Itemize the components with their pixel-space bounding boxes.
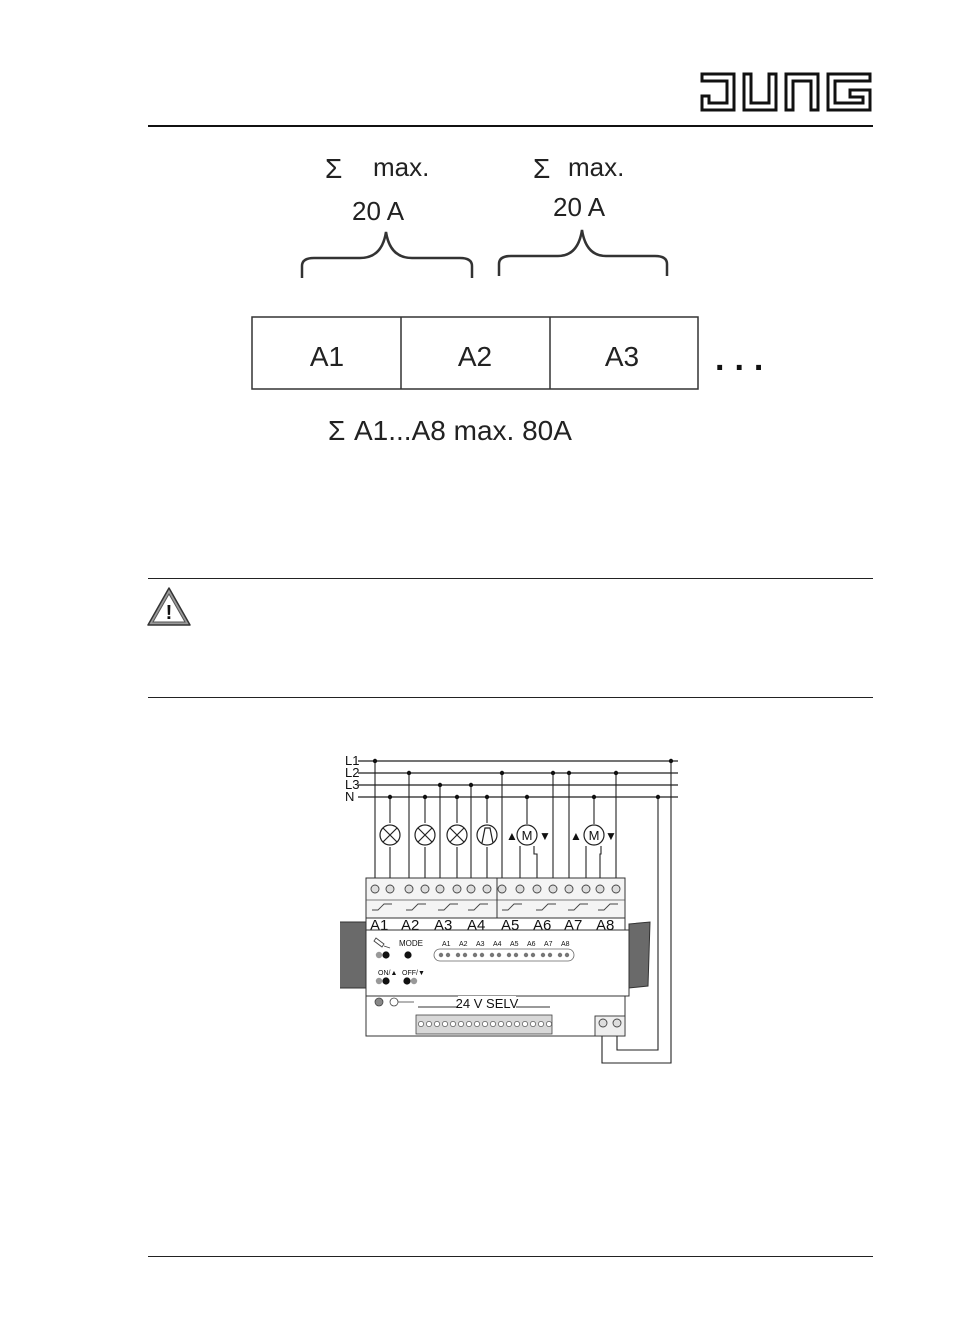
warning-exclamation: ! <box>166 602 173 624</box>
din-rail-right <box>628 921 651 989</box>
programming-button[interactable] <box>382 951 390 959</box>
motor2-up-arrow: ▲ <box>570 829 582 843</box>
programming-icon <box>373 937 391 949</box>
motor2-letter: M <box>589 828 600 843</box>
led-label-a7: A7 <box>544 941 553 948</box>
current-limit-diagram: Σ max. 20 A Σ max. 20 A A1 A2 A3 ... Σ A… <box>240 140 800 460</box>
motor-icon <box>583 824 605 846</box>
group1-value: 20 A <box>352 196 405 226</box>
status-led-bar <box>433 948 575 962</box>
mode-button[interactable] <box>404 951 412 959</box>
lamp-icon <box>446 824 468 846</box>
total-label: A1...A8 max. 80A <box>354 415 572 446</box>
wiring-diagram: L1 L2 L3 N <box>340 750 690 1070</box>
led-label-a3: A3 <box>476 941 485 948</box>
group2-sigma: Σ <box>533 153 550 184</box>
bus-indicator-led <box>374 997 384 1007</box>
line-label-l2: L2 <box>345 765 359 780</box>
footer-divider <box>148 1256 873 1257</box>
led-label-a6: A6 <box>527 941 536 948</box>
motor1-up-arrow: ▲ <box>506 829 518 843</box>
channel-strip <box>251 316 699 390</box>
led-label-a5: A5 <box>510 941 519 948</box>
off-label: OFF/▼ <box>402 970 425 977</box>
channel-a2: A2 <box>458 341 492 372</box>
fluorescent-lamp-icon <box>476 824 498 846</box>
on-led <box>375 977 383 985</box>
mode-label: MODE <box>399 939 423 948</box>
led-label-a1: A1 <box>442 941 451 948</box>
line-label-n: N <box>345 789 354 804</box>
header-divider <box>148 125 873 127</box>
on-button[interactable] <box>382 977 390 985</box>
jung-logo: JUNG <box>700 70 874 114</box>
current-limit-svg: Σ max. 20 A Σ max. 20 A A1 A2 A3 ... Σ A… <box>251 152 773 446</box>
din-rail-left <box>340 921 367 989</box>
jung-logo-graphic <box>700 72 872 112</box>
warning-bottom-divider <box>148 697 873 698</box>
off-button[interactable] <box>403 977 411 985</box>
warning-triangle-graphic: ! <box>147 587 191 626</box>
led-label-a2: A2 <box>459 941 468 948</box>
line-label-l3: L3 <box>345 777 359 792</box>
group2-brace <box>497 229 669 276</box>
warning-top-divider <box>148 578 873 579</box>
led-label-a4: A4 <box>493 941 502 948</box>
channel-a3: A3 <box>605 341 639 372</box>
led-label-a8: A8 <box>561 941 570 948</box>
lamp-icon <box>379 824 401 846</box>
programming-led <box>375 951 383 959</box>
group2-value: 20 A <box>553 192 606 222</box>
channel-ellipsis: ... <box>715 340 773 378</box>
terminal-block <box>365 877 626 919</box>
group2-max-label: max. <box>568 152 624 182</box>
total-sigma: Σ <box>328 415 345 446</box>
group1-max-label: max. <box>373 152 429 182</box>
on-label: ON/▲ <box>378 970 397 977</box>
motor2-down-arrow: ▼ <box>605 829 617 843</box>
warning-triangle-icon: ! <box>146 586 192 628</box>
off-led <box>410 977 418 985</box>
power-terminal <box>594 1015 626 1037</box>
motor1-down-arrow: ▼ <box>539 829 551 843</box>
lamp-icon <box>414 824 436 846</box>
motor-icon <box>516 824 538 846</box>
line-label-l1: L1 <box>345 753 359 768</box>
motor1-letter: M <box>522 828 533 843</box>
group1-sigma: Σ <box>325 153 342 184</box>
actuator-front-panel <box>365 929 630 997</box>
wiring-svg: L1 L2 L3 N <box>340 753 678 1064</box>
channel-a1: A1 <box>310 341 344 372</box>
group1-brace <box>300 231 474 278</box>
bus-label: 24 V SELV <box>456 996 519 1011</box>
